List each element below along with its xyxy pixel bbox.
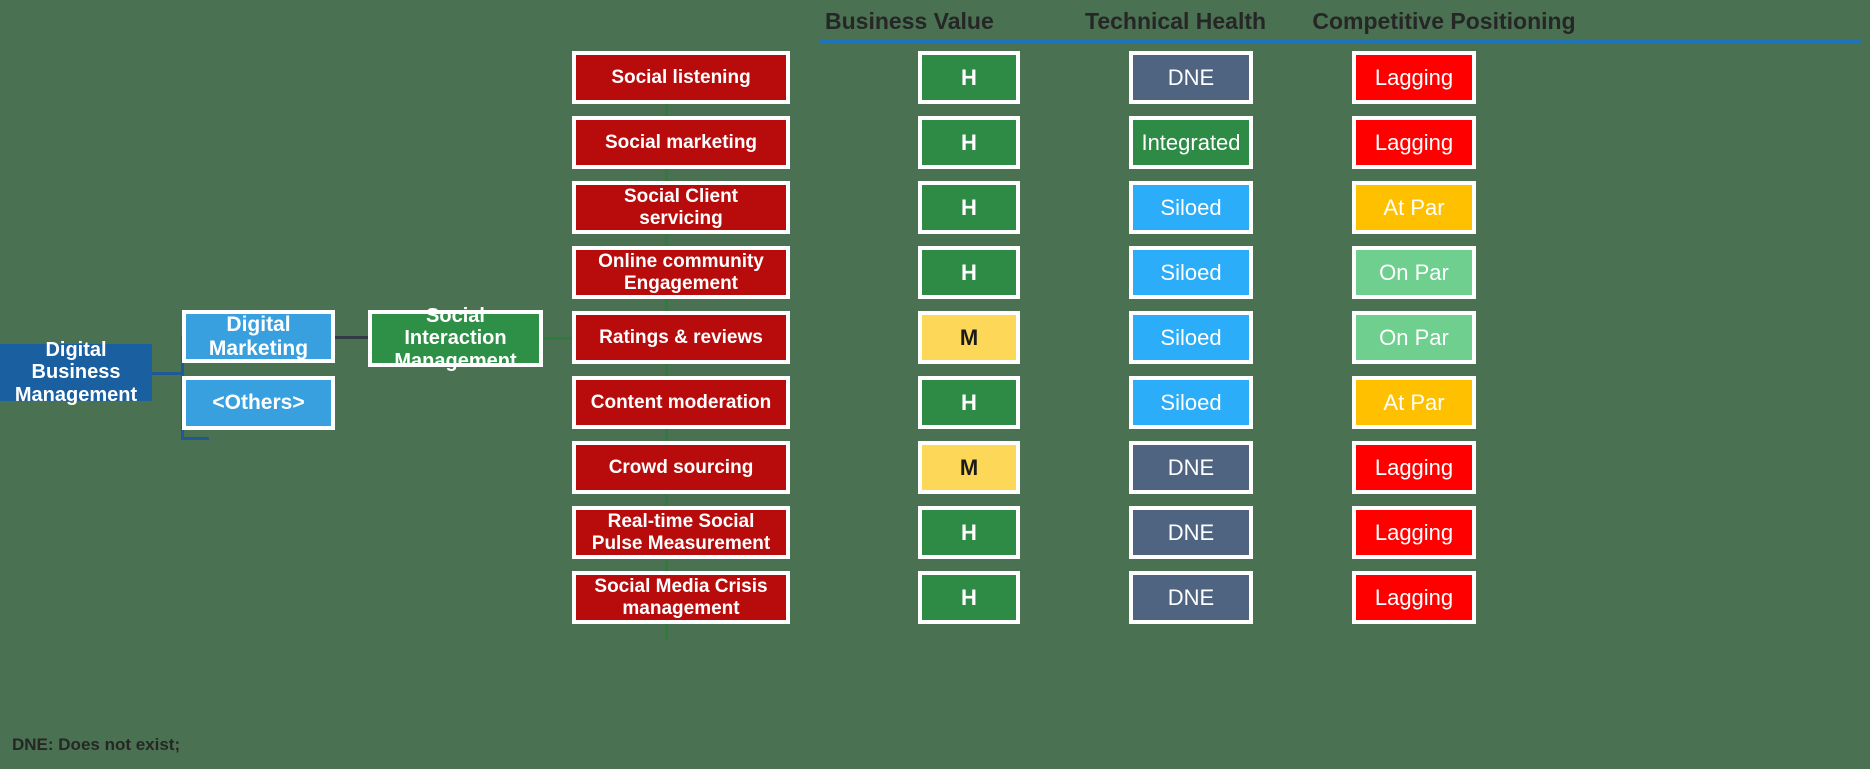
business-value-badge[interactable]: H [918, 116, 1020, 169]
business-value-badge[interactable]: H [918, 246, 1020, 299]
capability-box[interactable]: Real-time Social Pulse Measurement [572, 506, 790, 559]
capability-box[interactable]: Social Client servicing [572, 181, 790, 234]
business-value-badge[interactable]: H [918, 181, 1020, 234]
capability-box[interactable]: Social Media Crisis management [572, 571, 790, 624]
business-value-badge[interactable]: H [918, 571, 1020, 624]
column-header-technical-health: Technical Health [1085, 8, 1267, 34]
technical-health-badge[interactable]: DNE [1129, 51, 1253, 104]
connector-root-to-bus [152, 372, 184, 375]
column-header-competitive-positioning: Competitive Positioning [1312, 8, 1576, 34]
technical-health-badge[interactable]: DNE [1129, 571, 1253, 624]
connector-bus-to-others [181, 437, 209, 440]
technical-health-badge[interactable]: Siloed [1129, 311, 1253, 364]
node-social-interaction-management[interactable]: Social Interaction Management [368, 305, 543, 372]
competitive-positioning-badge[interactable]: Lagging [1352, 441, 1476, 494]
capability-box[interactable]: Crowd sourcing [572, 441, 790, 494]
capability-box[interactable]: Social marketing [572, 116, 790, 169]
node-digital-business-management[interactable]: Digital Business Management [0, 339, 152, 406]
node-others[interactable]: <Others> [182, 376, 335, 430]
business-value-badge[interactable]: M [918, 441, 1020, 494]
capability-box[interactable]: Social listening [572, 51, 790, 104]
business-value-badge[interactable]: H [918, 506, 1020, 559]
node-digital-marketing[interactable]: Digital Marketing [182, 310, 335, 363]
technical-health-badge[interactable]: Siloed [1129, 376, 1253, 429]
competitive-positioning-badge[interactable]: Lagging [1352, 571, 1476, 624]
capability-box[interactable]: Online community Engagement [572, 246, 790, 299]
competitive-positioning-badge[interactable]: At Par [1352, 376, 1476, 429]
header-rule [820, 40, 1862, 43]
business-value-badge[interactable]: H [918, 376, 1020, 429]
competitive-positioning-badge[interactable]: Lagging [1352, 51, 1476, 104]
capability-box[interactable]: Content moderation [572, 376, 790, 429]
competitive-positioning-badge[interactable]: On Par [1352, 246, 1476, 299]
connector-digital-marketing-to-sim [334, 336, 372, 339]
column-header-business-value: Business Value [825, 8, 994, 34]
technical-health-badge[interactable]: DNE [1129, 441, 1253, 494]
competitive-positioning-badge[interactable]: Lagging [1352, 116, 1476, 169]
business-value-badge[interactable]: H [918, 51, 1020, 104]
business-value-badge[interactable]: M [918, 311, 1020, 364]
footnote-dne: DNE: Does not exist; [12, 735, 181, 754]
competitive-positioning-badge[interactable]: Lagging [1352, 506, 1476, 559]
technical-health-badge[interactable]: Siloed [1129, 181, 1253, 234]
competitive-positioning-badge[interactable]: At Par [1352, 181, 1476, 234]
technical-health-badge[interactable]: Integrated [1129, 116, 1253, 169]
technical-health-badge[interactable]: DNE [1129, 506, 1253, 559]
technical-health-badge[interactable]: Siloed [1129, 246, 1253, 299]
capability-box[interactable]: Ratings & reviews [572, 311, 790, 364]
competitive-positioning-badge[interactable]: On Par [1352, 311, 1476, 364]
